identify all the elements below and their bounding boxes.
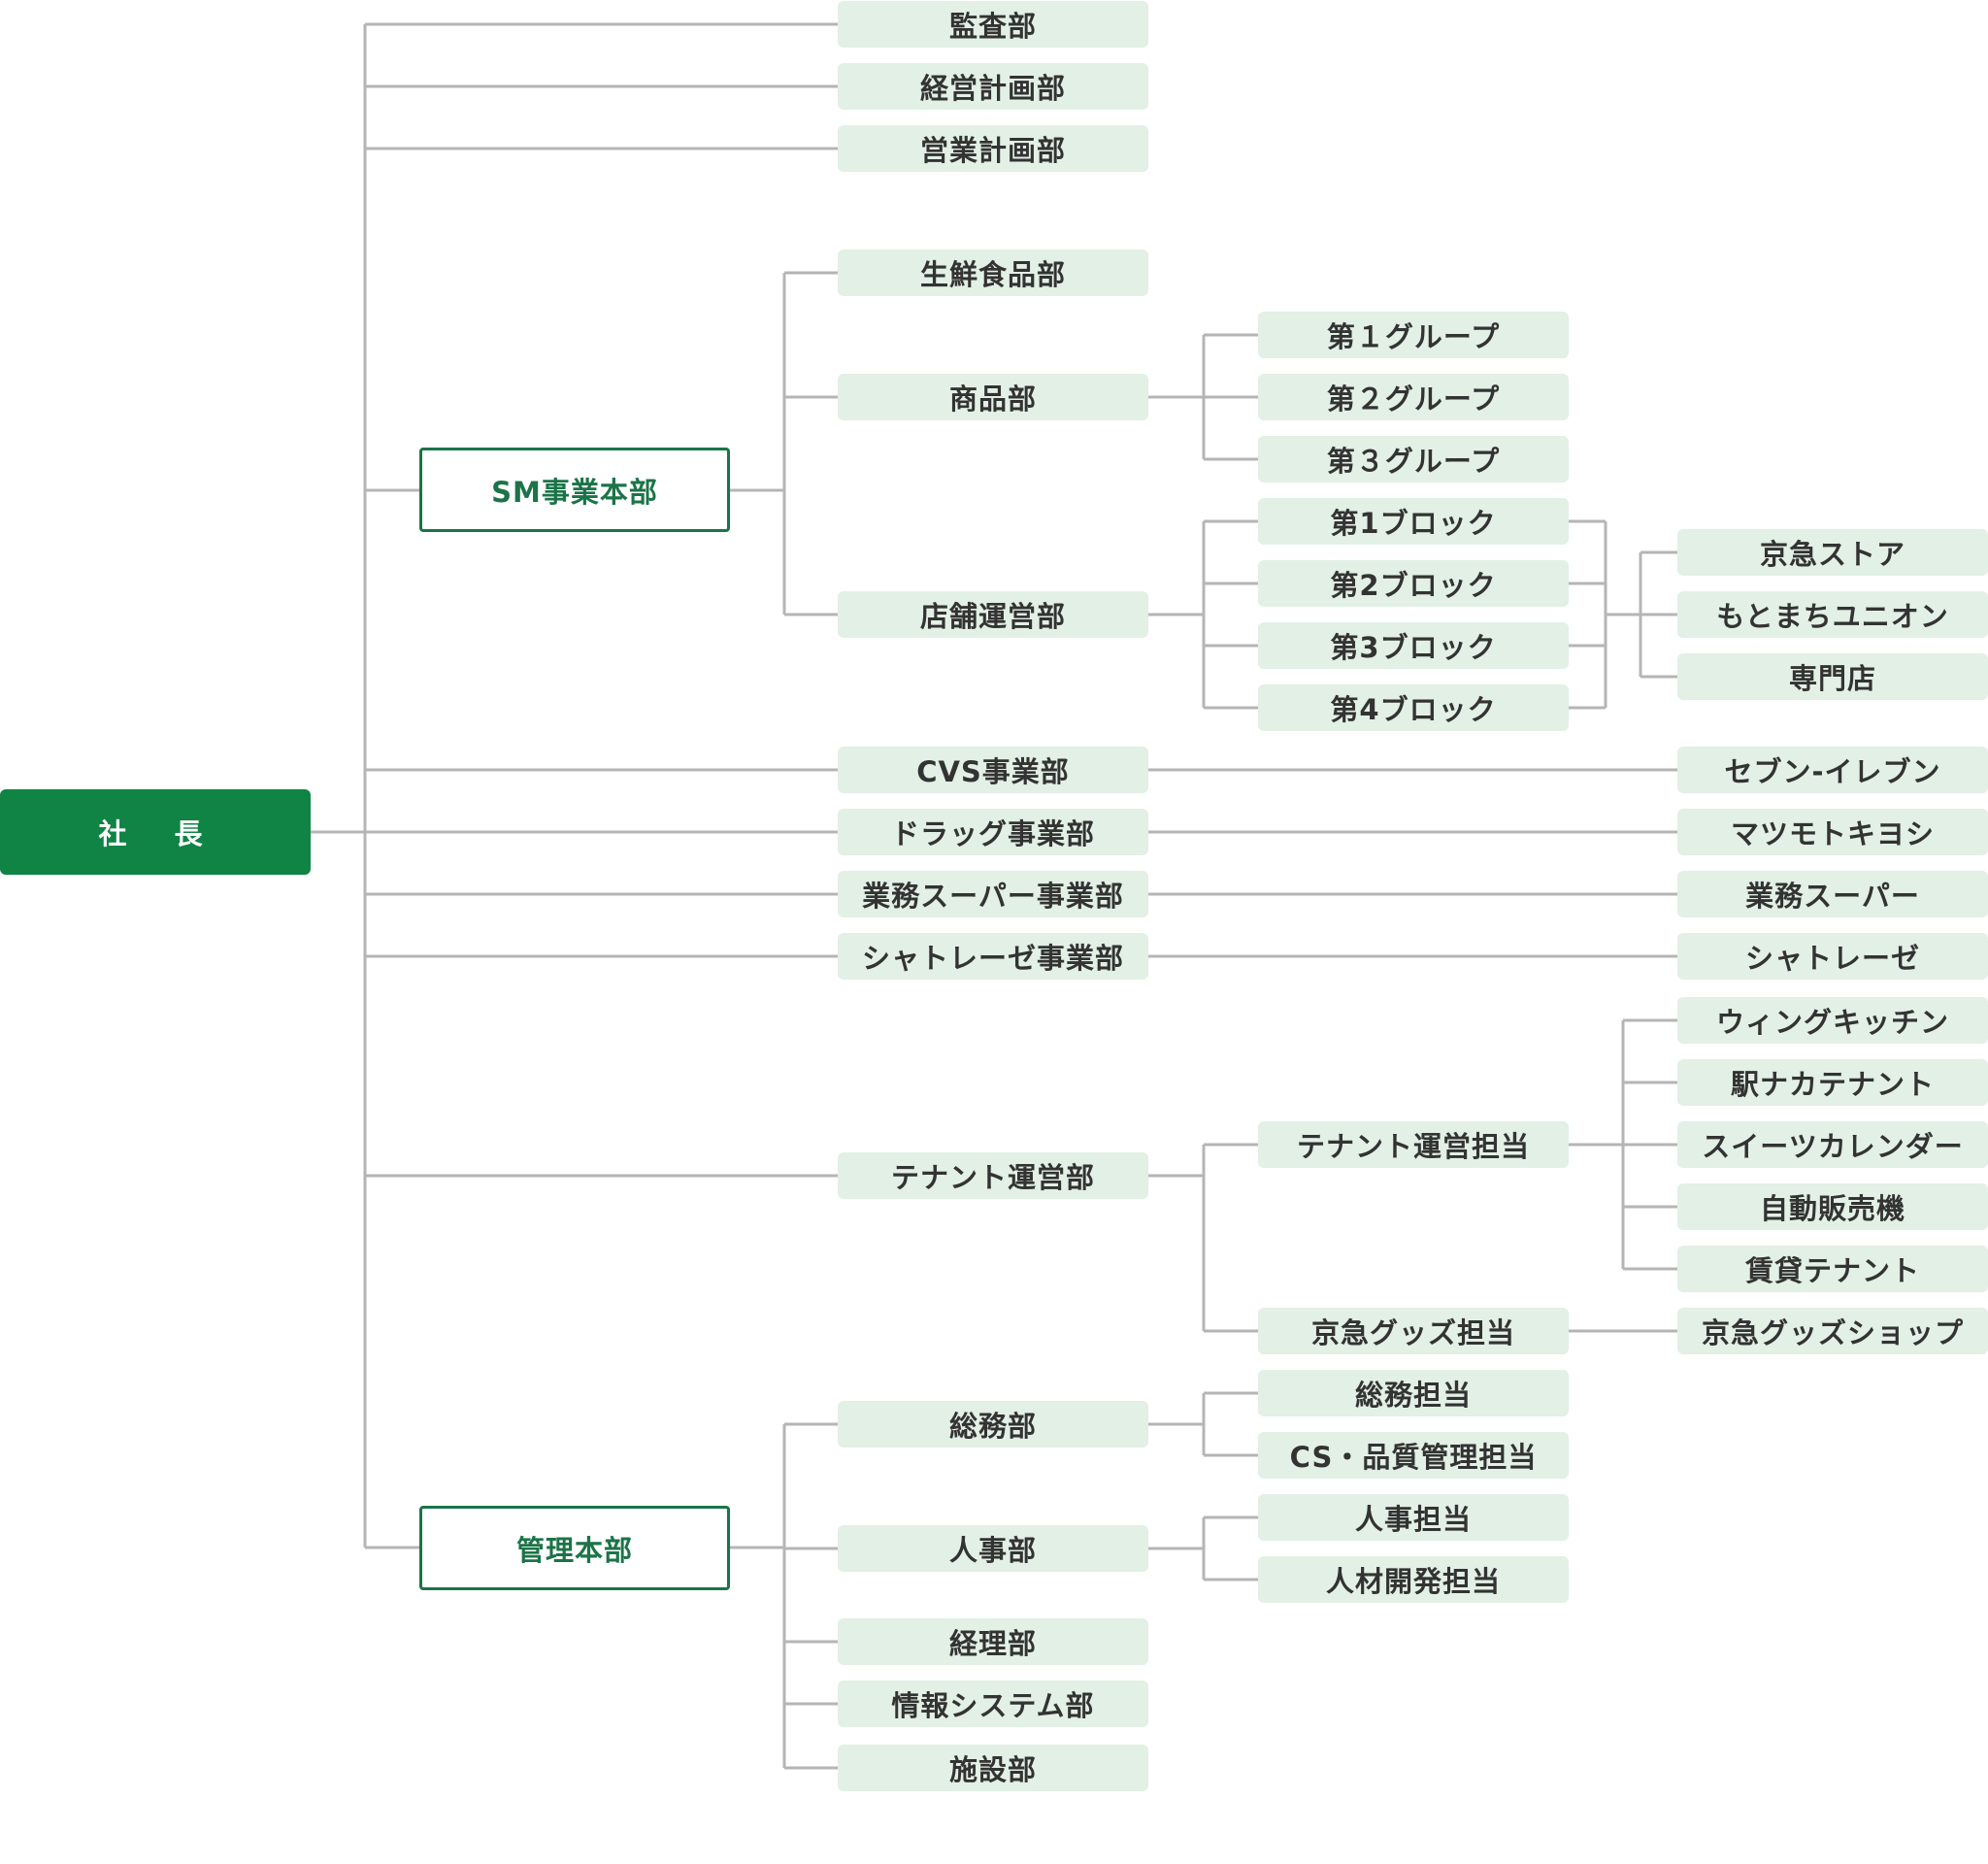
block-2: 第2ブロック [1258, 560, 1569, 607]
block-1: 第1ブロック [1258, 498, 1569, 545]
block-4: 第4ブロック [1258, 684, 1569, 731]
dept-gyomu-super: 業務スーパー事業部 [838, 871, 1148, 917]
unit-keikyu-goods-shop: 京急グッズショップ [1677, 1308, 1988, 1354]
unit-seven-eleven: セブン-イレブン [1677, 747, 1988, 793]
dept-facilities: 施設部 [838, 1745, 1148, 1791]
dept-cvs: CVS事業部 [838, 747, 1148, 793]
block-3: 第3ブロック [1258, 622, 1569, 669]
dept-drug: ドラッグ事業部 [838, 809, 1148, 855]
dept-sales-planning: 営業計画部 [838, 125, 1148, 172]
president-box: 社 長 [0, 789, 311, 875]
unit-eki-naka-tenant: 駅ナカテナント [1677, 1059, 1988, 1106]
unit-rental-tenant: 賃貸テナント [1677, 1246, 1988, 1292]
general-affairs-manager: 総務担当 [1258, 1370, 1569, 1416]
unit-chateraise: シャトレーゼ [1677, 933, 1988, 980]
dept-fresh-food: 生鮮食品部 [838, 250, 1148, 296]
unit-keikyu-store: 京急ストア [1677, 529, 1988, 576]
group-1: 第１グループ [1258, 312, 1569, 358]
dept-store-operations: 店舗運営部 [838, 591, 1148, 638]
goods-manager: 京急グッズ担当 [1258, 1308, 1569, 1354]
group-3: 第３グループ [1258, 436, 1569, 483]
unit-wing-kitchen: ウィングキッチン [1677, 997, 1988, 1044]
dept-audit: 監査部 [838, 1, 1148, 48]
dept-management-planning: 経営計画部 [838, 63, 1148, 110]
dept-chateraise: シャトレーゼ事業部 [838, 933, 1148, 980]
dept-merchandise: 商品部 [838, 374, 1148, 420]
unit-vending-machines: 自動販売機 [1677, 1183, 1988, 1230]
talent-development-manager: 人材開発担当 [1258, 1556, 1569, 1603]
unit-specialty-store: 専門店 [1677, 653, 1988, 700]
cs-quality-manager: CS・品質管理担当 [1258, 1432, 1569, 1479]
dept-accounting: 経理部 [838, 1618, 1148, 1665]
unit-sweets-calendar: スイーツカレンダー [1677, 1121, 1988, 1168]
tenant-manager: テナント運営担当 [1258, 1121, 1569, 1168]
unit-motomachi-union: もとまちユニオン [1677, 591, 1988, 638]
dept-it: 情報システム部 [838, 1681, 1148, 1727]
group-2: 第２グループ [1258, 374, 1569, 420]
dept-tenant-operations: テナント運営部 [838, 1152, 1148, 1199]
admin-division-box: 管理本部 [419, 1506, 730, 1590]
sm-division-box: SM事業本部 [419, 448, 730, 532]
hr-manager: 人事担当 [1258, 1494, 1569, 1541]
unit-matsumoto-kiyoshi: マツモトキヨシ [1677, 809, 1988, 855]
unit-gyomu-super: 業務スーパー [1677, 871, 1988, 917]
dept-hr: 人事部 [838, 1525, 1148, 1572]
dept-general-affairs: 総務部 [838, 1401, 1148, 1448]
